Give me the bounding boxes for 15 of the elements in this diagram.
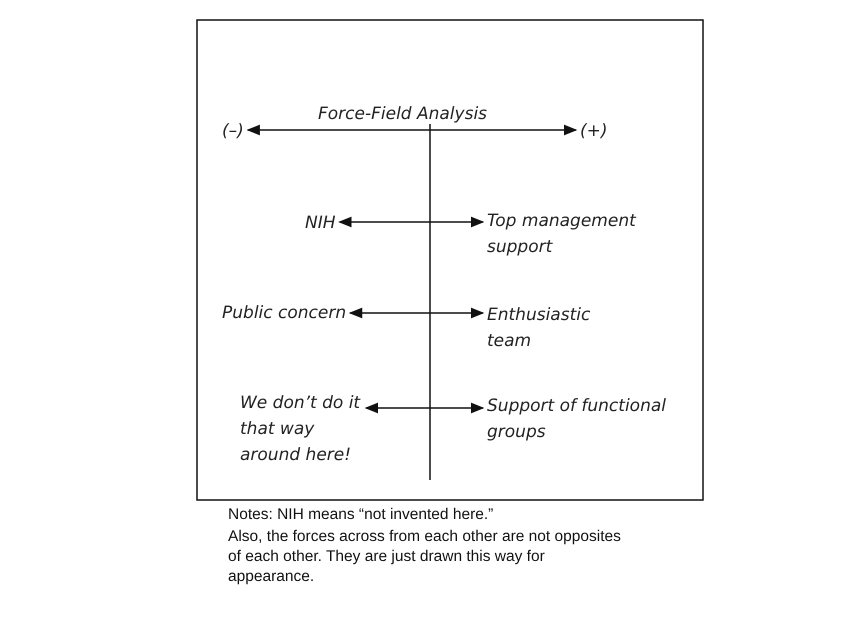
plus-label: (+) (580, 118, 608, 144)
double-arrow (246, 124, 578, 136)
minus-label: (–) (222, 118, 244, 144)
note-text: Notes: NIH means “not invented here.” (228, 505, 494, 525)
double-arrow (348, 308, 484, 318)
driving-force: Enthusiastic team (487, 302, 617, 354)
restraining-force: NIH (305, 210, 336, 236)
driving-force: Support of functional groups (487, 393, 667, 445)
note-text: Also, the forces across from each other are not opposites of each other. They are just drawn this way for appearance. (228, 527, 622, 587)
restraining-force: Public concern (222, 300, 346, 326)
diagram-title: Force-Field Analysis (318, 104, 488, 124)
driving-force: Top management support (487, 208, 667, 260)
double-arrow (364, 402, 484, 414)
restraining-force: We don’t do it that way around here! (240, 390, 362, 468)
double-arrow (338, 216, 484, 228)
